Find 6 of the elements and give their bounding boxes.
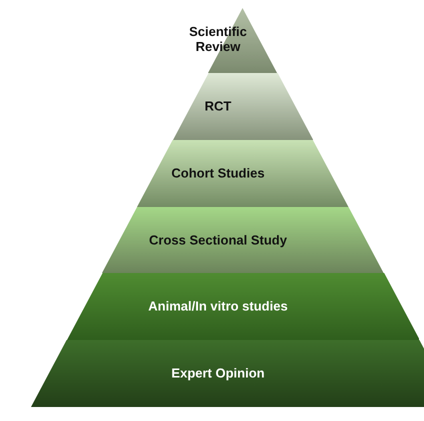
tier-label: Cohort Studies xyxy=(171,166,265,182)
tier-label: Scientific Review xyxy=(188,25,248,55)
tier-label: RCT xyxy=(204,100,232,114)
tier-label: Animal/In vitro studies xyxy=(148,300,288,314)
tier-label: Cross Sectional Study xyxy=(149,234,287,248)
tier-label: Expert Opinion xyxy=(171,366,265,382)
